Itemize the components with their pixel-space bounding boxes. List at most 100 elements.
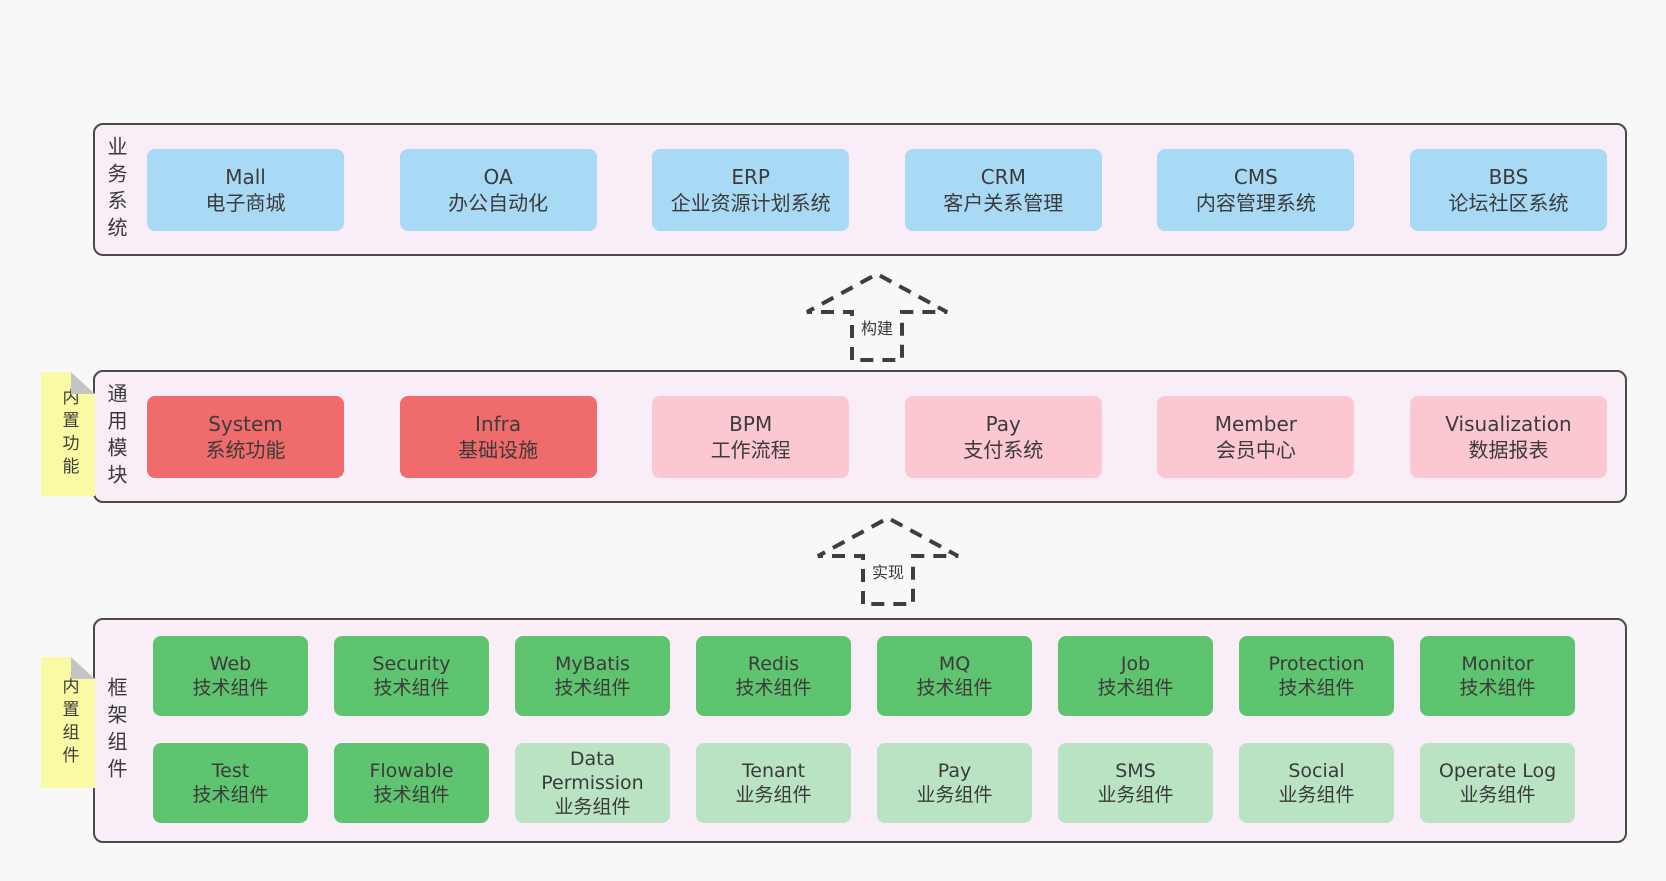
module-name: Web	[209, 653, 252, 675]
module-subtitle: 技术组件	[192, 784, 269, 806]
sticky-note-text: 内置组件	[58, 676, 79, 769]
layer-title-business-systems: 业务系统	[104, 135, 128, 244]
module-subtitle: 数据报表	[1468, 438, 1549, 462]
module-name: Operate Log	[1438, 760, 1557, 782]
arrow-label-implement: 实现	[867, 558, 909, 584]
sticky-note-built-in-components: 内置组件	[41, 657, 95, 788]
module-name: Member	[1214, 412, 1297, 436]
module-subtitle: 基础设施	[458, 438, 539, 462]
module-name: Pay	[985, 412, 1021, 436]
module-subtitle: 企业资源计划系统	[670, 191, 831, 215]
module-name: Flowable	[369, 760, 454, 782]
module-name: Infra	[475, 412, 522, 436]
module-name: BBS	[1488, 165, 1529, 189]
module-name: CRM	[980, 165, 1026, 189]
module-subtitle: 业务组件	[1459, 784, 1536, 806]
module-subtitle: 业务组件	[554, 796, 631, 818]
module-name: Monitor	[1461, 653, 1534, 675]
module-subtitle: 论坛社区系统	[1448, 191, 1569, 215]
module-subtitle: 技术组件	[373, 784, 450, 806]
module-name: Tenant	[741, 760, 806, 782]
module-subtitle: 技术组件	[373, 677, 450, 699]
module-subtitle: 技术组件	[735, 677, 812, 699]
up-arrow-outline	[806, 272, 948, 362]
module-subtitle: 技术组件	[916, 677, 993, 699]
module-subtitle: 技术组件	[192, 677, 269, 699]
module-subtitle: 内容管理系统	[1195, 191, 1316, 215]
module-name: Data Permission	[541, 748, 644, 794]
up-arrow-implement	[817, 516, 959, 606]
module-subtitle: 办公自动化	[448, 191, 549, 215]
module-subtitle: 业务组件	[1278, 784, 1355, 806]
module-subtitle: 技术组件	[554, 677, 631, 699]
arrow-label-build: 构建	[856, 314, 898, 340]
module-name: Protection	[1268, 653, 1365, 675]
up-arrow-build	[806, 272, 948, 362]
module-name: ERP	[731, 165, 770, 189]
module-subtitle: 会员中心	[1215, 438, 1296, 462]
module-name: System	[208, 412, 283, 436]
module-name: Security	[372, 653, 451, 675]
module-subtitle: 业务组件	[916, 784, 993, 806]
folded-corner	[71, 657, 95, 679]
module-subtitle: 系统功能	[205, 438, 286, 462]
module-subtitle: 工作流程	[710, 438, 791, 462]
sticky-note-text: 内置功能	[58, 388, 79, 480]
module-subtitle: 技术组件	[1459, 677, 1536, 699]
module-name: Test	[211, 760, 250, 782]
up-arrow-outline	[817, 516, 959, 606]
module-subtitle: 电子商城	[205, 191, 286, 215]
module-name: Visualization	[1445, 412, 1572, 436]
module-name: Pay	[937, 760, 972, 782]
layer-title-common-modules: 通用模块	[104, 382, 128, 491]
folded-corner	[71, 372, 95, 394]
module-subtitle: 业务组件	[1097, 784, 1174, 806]
module-name: Social	[1288, 760, 1345, 782]
module-subtitle: 客户关系管理	[943, 191, 1064, 215]
module-name: Job	[1120, 653, 1151, 675]
module-name: OA	[483, 165, 513, 189]
layer-title-framework-components: 框架组件	[104, 676, 128, 785]
module-name: Mall	[225, 165, 266, 189]
module-subtitle: 技术组件	[1278, 677, 1355, 699]
module-name: BPM	[729, 412, 773, 436]
module-name: MyBatis	[555, 653, 630, 675]
module-subtitle: 支付系统	[963, 438, 1044, 462]
